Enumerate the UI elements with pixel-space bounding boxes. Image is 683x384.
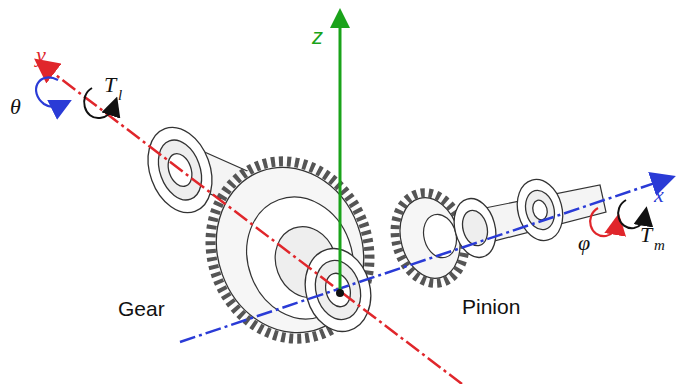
axis-label: z	[312, 26, 323, 48]
torque-subscript: l	[118, 88, 122, 103]
angle-label: φ	[578, 232, 590, 254]
y-axis	[44, 66, 462, 384]
x-axis	[180, 180, 664, 342]
part-label: Pinion	[462, 296, 520, 317]
origin-dot	[336, 289, 344, 297]
torque-subscript: m	[654, 238, 665, 253]
z-axis	[339, 22, 342, 293]
centre-bearing	[296, 241, 380, 339]
part-label: Gear	[118, 298, 165, 319]
angle-label: θ	[10, 96, 21, 118]
torque-label: T	[640, 224, 652, 246]
pinion-gear	[385, 185, 606, 291]
torque-label: T	[104, 74, 116, 96]
axis-label: x	[654, 184, 664, 206]
phi-arrow	[590, 208, 617, 236]
z-arrowhead	[330, 8, 350, 28]
bevel-gear	[186, 139, 394, 361]
axis-label: y	[36, 44, 46, 66]
theta-arrow	[36, 77, 62, 107]
